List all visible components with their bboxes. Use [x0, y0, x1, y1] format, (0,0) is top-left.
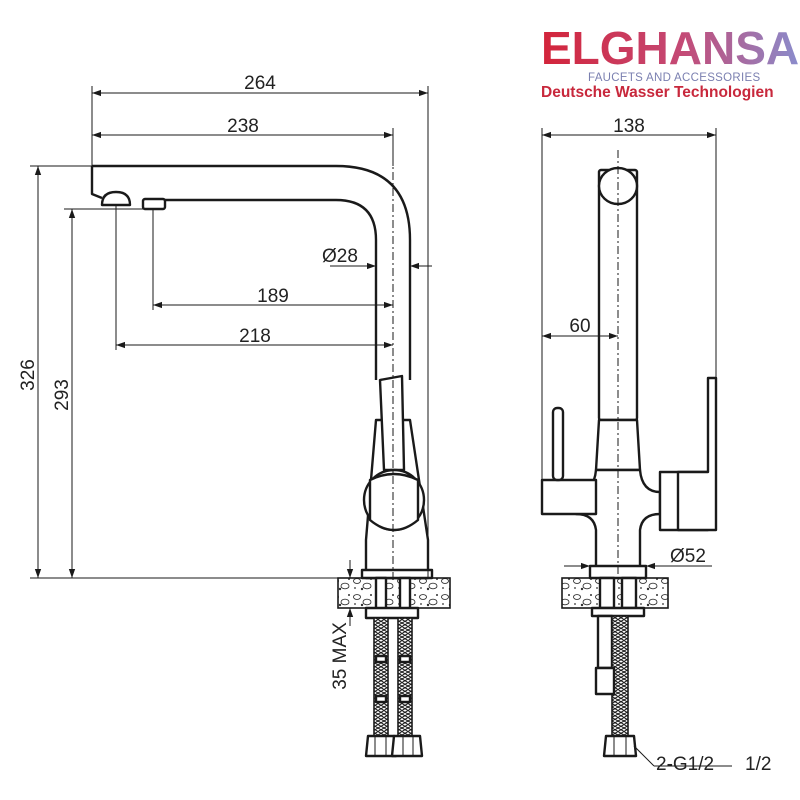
brand-logo: ELGHANSA FAUCETS AND ACCESSORIES Deutsch…: [541, 22, 799, 101]
brand-subtitle: FAUCETS AND ACCESSORIES: [588, 72, 760, 84]
stud-right: [398, 576, 412, 612]
brand-name: ELGHANSA: [541, 22, 799, 74]
dim-spout-diameter: Ø28: [322, 246, 358, 267]
hose-right: [397, 617, 413, 737]
aerator-outer: [100, 190, 132, 207]
hose-band-left-2: [374, 694, 388, 704]
brand-tagline: Deutsche Wasser Technologien: [541, 84, 774, 101]
spout-tip: [90, 166, 103, 200]
spout-outer-edge: [92, 164, 412, 380]
stud-front-right: [620, 576, 638, 610]
aerator-inner: [141, 197, 167, 211]
hose-band-left: [374, 654, 388, 664]
lever-handle: [378, 374, 406, 472]
stud-front-left: [598, 576, 616, 610]
dim-spout-reach: 238: [227, 116, 259, 137]
dim-body-width: 138: [613, 116, 645, 137]
front-view: 138 60 Ø52 2-G1/2 1/2: [540, 116, 771, 775]
dim-spout-height: 293: [52, 379, 73, 411]
dim-base-diameter: Ø52: [670, 546, 706, 567]
stud-left: [374, 576, 388, 612]
side-view: 264 238 Ø28 189 218 326 293 35 MAX: [18, 73, 451, 758]
mounting-nut: [364, 606, 420, 620]
right-handle-lever: [676, 376, 718, 532]
dim-aerator-offset-inner: 189: [257, 286, 289, 307]
dim-overall-height: 326: [18, 359, 39, 391]
hose-band-right-2: [398, 694, 412, 704]
threaded-rod-front: [596, 614, 614, 670]
hose-band-right: [398, 654, 412, 664]
hose-fitting-front: [602, 734, 638, 758]
spout-inner-edge: [165, 198, 378, 380]
hose-left: [373, 617, 389, 737]
dim-aerator-offset-outer: 218: [239, 326, 271, 347]
dim-overall-reach: 264: [244, 73, 276, 94]
left-handle-base: [540, 478, 598, 516]
rod-nut-front: [594, 666, 616, 696]
dim-side-offset: 60: [569, 316, 590, 337]
dim-connection-suffix: 1/2: [745, 754, 771, 775]
left-handle-lever: [551, 406, 565, 482]
countertop-section: [337, 577, 451, 609]
lever-hub-cap: [368, 472, 420, 532]
hose-fitting-right: [390, 734, 424, 758]
dim-max-countertop: 35 MAX: [330, 622, 351, 690]
dim-connection: 2-G1/2: [656, 754, 714, 775]
base-flange: [360, 568, 434, 580]
